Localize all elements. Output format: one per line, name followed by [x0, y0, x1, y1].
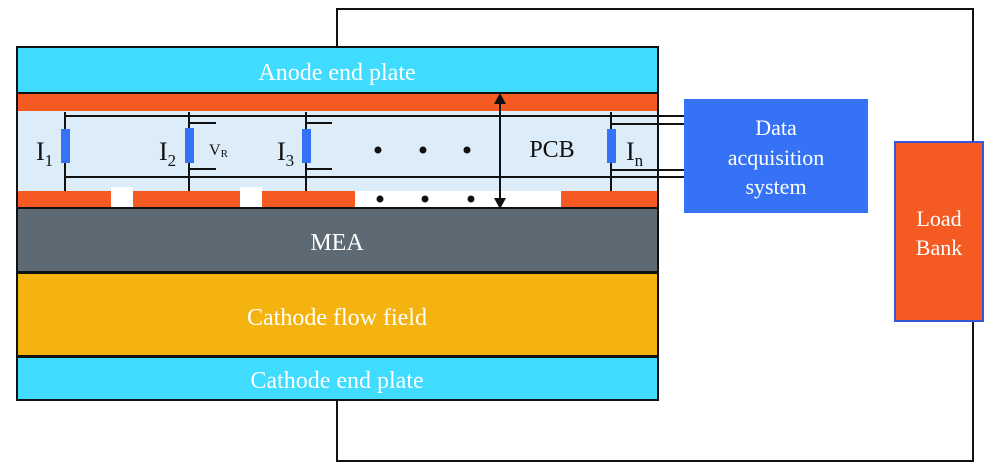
gap-3	[355, 191, 561, 208]
ellipsis-dot	[374, 146, 382, 154]
pcb-label: PCB	[529, 137, 574, 163]
anode-bottom-strip-4	[561, 191, 658, 208]
resistor-3	[302, 129, 311, 163]
cathode-end-plate	[16, 356, 659, 401]
load-bank-label-line2: Bank	[916, 235, 962, 260]
load-bank-box	[894, 141, 984, 322]
voltage-label: VR	[209, 142, 229, 160]
resistor-1	[61, 129, 70, 163]
pcb-layer	[17, 111, 658, 192]
daq-label-line1: Data	[755, 115, 797, 140]
cathode-end-plate-label: Cathode end plate	[250, 368, 423, 394]
ellipsis-dot	[421, 195, 429, 203]
daq-label-line2: acquisition	[728, 145, 825, 170]
gap-2	[240, 187, 262, 208]
ellipsis-dot	[463, 146, 471, 154]
anode-end-plate	[16, 46, 659, 94]
arrowhead-down-icon	[494, 198, 506, 209]
mea-label: MEA	[310, 230, 364, 256]
resistor-2	[185, 128, 194, 163]
anode-top-strip	[17, 94, 658, 111]
gap-1	[111, 187, 133, 208]
anode-bottom-strip-3	[262, 191, 355, 208]
ellipsis-dot	[467, 195, 475, 203]
ellipsis-dot	[419, 146, 427, 154]
anode-bottom-strip-2	[133, 191, 240, 208]
resistor-n	[607, 129, 616, 163]
anode-end-plate-label: Anode end plate	[258, 60, 415, 86]
circuit-wire-bottom	[336, 321, 974, 462]
daq-label-line3: system	[745, 174, 806, 199]
anode-bottom-strip-1	[17, 191, 111, 208]
current-label-3: I3	[277, 137, 294, 170]
ellipsis-dot	[376, 195, 384, 203]
cathode-flow-field	[16, 272, 659, 357]
current-label-n: In	[626, 137, 644, 170]
load-bank-label-line1: Load	[916, 206, 961, 231]
current-label-1: I1	[36, 137, 53, 170]
circuit-wire-top	[336, 8, 974, 142]
cathode-flow-field-label: Cathode flow field	[247, 305, 427, 331]
mea-layer	[16, 207, 659, 273]
arrowhead-up-icon	[494, 93, 506, 104]
data-acquisition-box	[684, 99, 868, 213]
current-label-2: I2	[159, 137, 176, 170]
